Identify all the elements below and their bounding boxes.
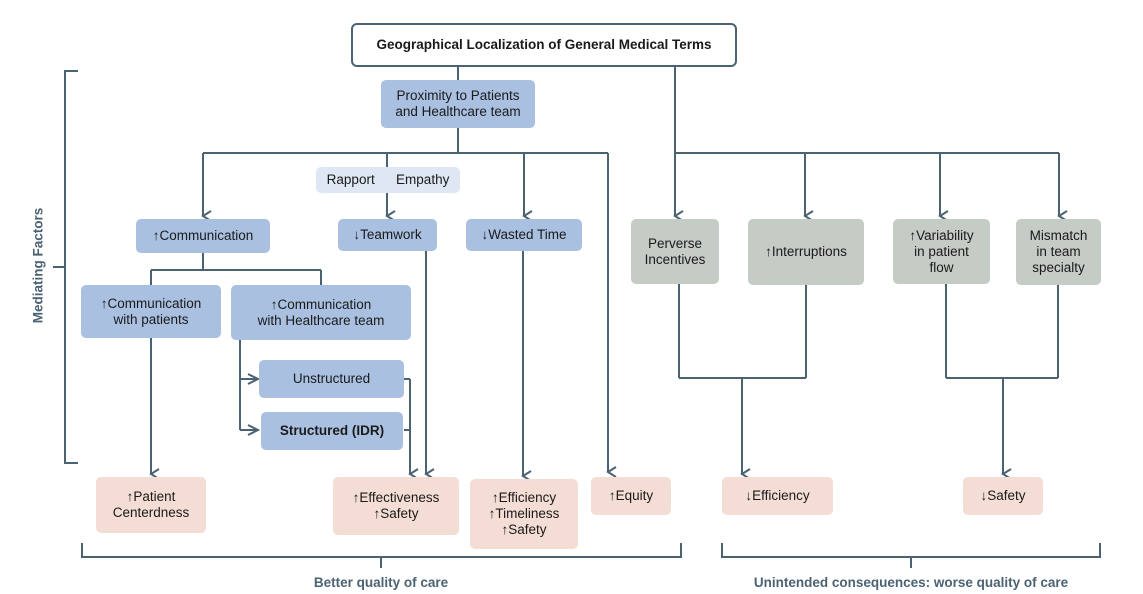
wasted-time-node: ↓Wasted Time: [466, 219, 582, 251]
interruptions-node: ↑Interruptions: [748, 219, 864, 285]
variability-node: ↑Variability in patient flow: [893, 219, 990, 284]
decreased-efficiency-outcome: ↓Efficiency: [722, 477, 833, 515]
unstructured-node: Unstructured: [259, 360, 404, 398]
patient-centerdness-outcome: ↑Patient Centerdness: [96, 477, 206, 533]
proximity-node: Proximity to Patients and Healthcare tea…: [381, 80, 535, 128]
mismatch-node: Mismatch in team specialty: [1016, 219, 1101, 285]
rapport-empathy-tag: Rapport Empathy: [316, 167, 460, 193]
teamwork-node: ↓Teamwork: [338, 219, 437, 251]
efficiency-timeliness-safety-outcome: ↑Efficiency ↑Timeliness ↑Safety: [470, 479, 578, 549]
equity-outcome: ↑Equity: [591, 477, 671, 515]
structured-idr-node: Structured (IDR): [261, 412, 403, 450]
empathy-tag: Empathy: [396, 172, 450, 187]
comm-team-node: ↑Communication with Healthcare team: [231, 285, 411, 340]
effectiveness-safety-outcome: ↑Effectiveness ↑Safety: [333, 477, 459, 535]
diagram-title: Geographical Localization of General Med…: [351, 23, 737, 67]
communication-node: ↑Communication: [136, 219, 270, 253]
perverse-incentives-node: Perverse Incentives: [631, 219, 719, 284]
rapport-tag: Rapport: [326, 172, 375, 187]
better-quality-label: Better quality of care: [313, 575, 449, 590]
worse-quality-label: Unintended consequences: worse quality o…: [753, 575, 1069, 590]
mediating-factors-label: Mediating Factors: [30, 207, 46, 324]
decreased-safety-outcome: ↓Safety: [963, 477, 1043, 515]
comm-patients-node: ↑Communication with patients: [81, 285, 221, 338]
